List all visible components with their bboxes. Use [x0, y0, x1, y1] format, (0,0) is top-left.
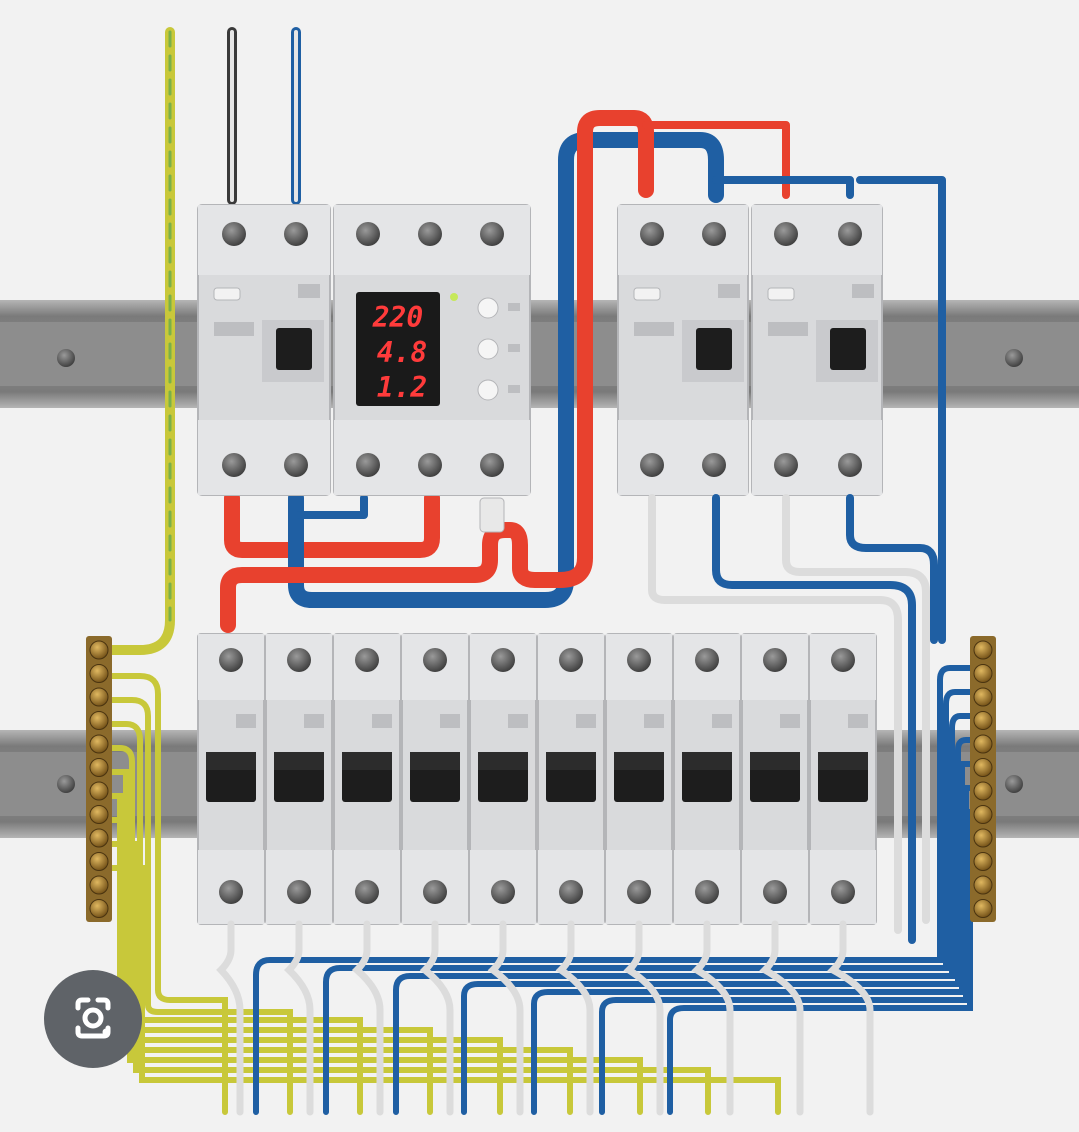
meter-power: 1.2	[377, 371, 428, 404]
power-meter: 220 4.8 1.2	[333, 204, 531, 533]
interconnect-wires	[220, 110, 946, 644]
bus-terminal-screw	[89, 664, 109, 683]
bus-terminal-screw	[89, 805, 109, 824]
rcd-output-wires	[648, 494, 938, 944]
meter-voltage: 220	[372, 301, 424, 334]
bus-terminal-screw	[973, 734, 993, 754]
bus-terminal-screw	[89, 875, 109, 895]
mcb-breaker	[333, 633, 401, 925]
bus-terminal-screw	[973, 711, 993, 730]
mcb-breaker	[265, 633, 333, 925]
mcb-breaker	[809, 633, 877, 925]
bus-terminal-screw	[89, 899, 109, 918]
mcb-breaker	[469, 633, 537, 925]
bus-terminal-screw	[973, 852, 993, 871]
bus-terminal-screw	[973, 805, 993, 824]
bus-terminal-screw	[89, 781, 109, 801]
earth-wires	[109, 673, 781, 1115]
earth-bus-bar	[86, 636, 112, 922]
rcd-group-1	[617, 204, 749, 496]
bus-terminal-screw	[973, 687, 993, 707]
meter-button-3[interactable]	[477, 379, 499, 401]
supply-wires	[107, 27, 301, 655]
google-lens-icon	[75, 997, 111, 1039]
din-rail-top	[0, 300, 1079, 408]
bus-terminal-screw	[89, 852, 109, 871]
bus-terminal-screw	[89, 758, 109, 777]
bus-terminal-screw	[89, 687, 109, 707]
mcb-breaker	[673, 633, 741, 925]
mcb-breaker	[197, 633, 265, 925]
outgoing-phase-wires	[216, 920, 874, 1116]
rcd-group-2	[751, 204, 883, 496]
mcb-breaker	[401, 633, 469, 925]
meter-button-2[interactable]	[477, 338, 499, 360]
google-lens-button[interactable]	[44, 970, 142, 1068]
bus-terminal-screw	[973, 640, 993, 660]
bus-terminal-screw	[89, 711, 109, 730]
bus-terminal-screw	[973, 664, 993, 683]
meter-screen	[356, 292, 440, 406]
mcb-breaker	[537, 633, 605, 925]
meter-button-1[interactable]	[477, 297, 499, 319]
bus-terminal-screw	[89, 734, 109, 754]
meter-current: 4.8	[377, 336, 428, 369]
mcb-row	[197, 633, 877, 925]
bus-terminal-screw	[89, 640, 109, 660]
bus-terminal-screw	[973, 899, 993, 918]
bus-terminal-screw	[973, 781, 993, 801]
mcb-breaker	[741, 633, 809, 925]
bus-terminal-screw	[89, 828, 109, 848]
bus-terminal-screw	[973, 758, 993, 777]
neutral-bus-bar	[970, 636, 996, 922]
main-rcd	[197, 204, 331, 496]
mcb-breaker	[605, 633, 673, 925]
bus-terminal-screw	[973, 875, 993, 895]
neutral-wires	[253, 665, 975, 1115]
bus-terminal-screw	[973, 828, 993, 848]
